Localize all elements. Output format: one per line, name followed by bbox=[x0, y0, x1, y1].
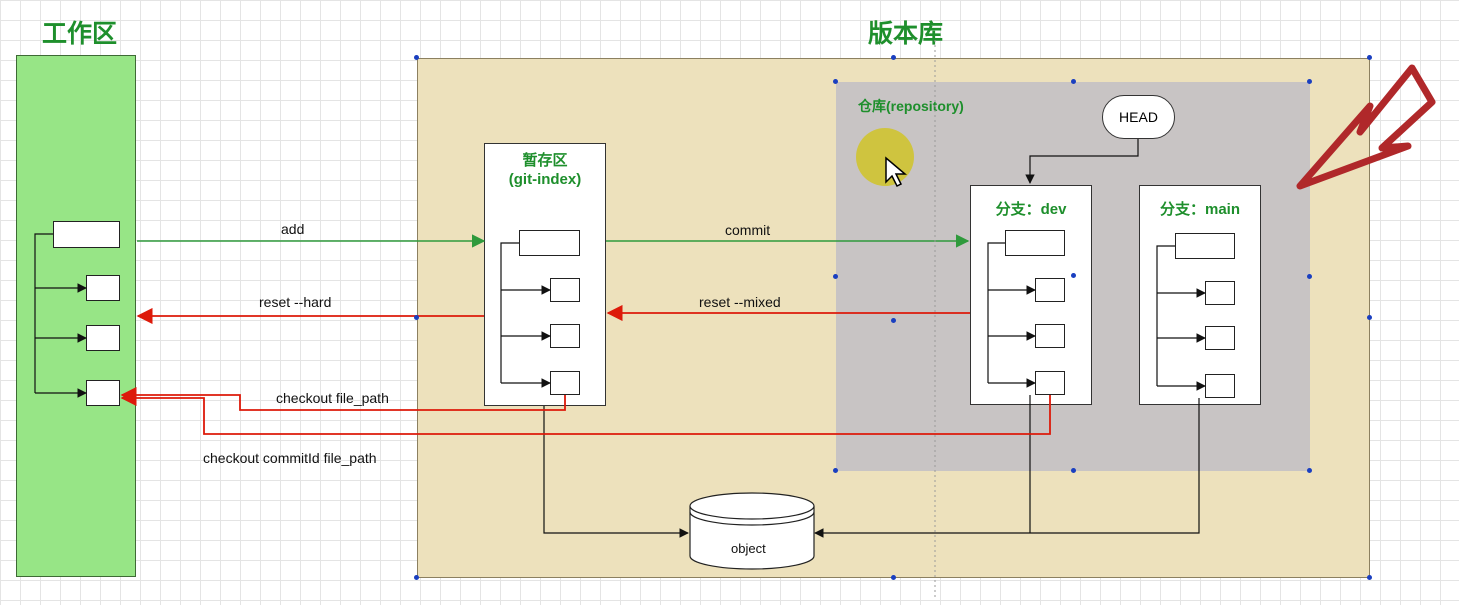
workspace-tree-lines bbox=[34, 233, 87, 398]
repository-title: 仓库(repository) bbox=[858, 98, 964, 114]
main-file-node bbox=[1205, 326, 1235, 350]
dev-file-node bbox=[1035, 278, 1065, 302]
checkout-commit-arrow bbox=[120, 389, 1051, 435]
staging-area-panel: 暂存区 (git-index) bbox=[484, 143, 606, 406]
selection-handle[interactable] bbox=[1367, 575, 1372, 580]
main-root-node bbox=[1175, 233, 1235, 259]
mouse-pointer-icon bbox=[885, 156, 908, 188]
selection-handle[interactable] bbox=[1071, 79, 1076, 84]
main-tree-lines bbox=[1156, 245, 1206, 391]
selection-handle[interactable] bbox=[1071, 273, 1076, 278]
selection-handle[interactable] bbox=[414, 315, 419, 320]
head-label: HEAD bbox=[1119, 109, 1158, 125]
selection-handle[interactable] bbox=[1071, 468, 1076, 473]
checkout-file-arrow bbox=[120, 386, 566, 411]
selection-handle[interactable] bbox=[1367, 315, 1372, 320]
selection-handle[interactable] bbox=[833, 468, 838, 473]
checkout-commit-label: checkout commitId file_path bbox=[203, 450, 377, 466]
object-links bbox=[543, 395, 1200, 538]
add-label: add bbox=[281, 221, 305, 237]
cursor-highlight bbox=[856, 128, 914, 186]
selection-handle[interactable] bbox=[414, 55, 419, 60]
workspace-file-node bbox=[86, 325, 120, 351]
reset-mixed-label: reset --mixed bbox=[699, 294, 781, 310]
big-pointer-arrow-icon bbox=[1296, 64, 1436, 190]
branch-dev-panel: 分支：dev bbox=[970, 185, 1092, 405]
dev-file-node bbox=[1035, 324, 1065, 348]
object-cylinder-icon bbox=[689, 492, 815, 570]
workspace-file-node bbox=[86, 380, 120, 406]
selection-handle[interactable] bbox=[891, 575, 896, 580]
staging-area-title: 暂存区 bbox=[522, 152, 568, 169]
selection-handle[interactable] bbox=[414, 575, 419, 580]
selection-handle[interactable] bbox=[1307, 274, 1312, 279]
main-file-node bbox=[1205, 281, 1235, 305]
workspace-zone bbox=[16, 55, 136, 577]
workspace-root-node bbox=[53, 221, 120, 248]
head-to-dev-arrow bbox=[1025, 139, 1139, 184]
branch-dev-title: 分支：dev bbox=[995, 201, 1067, 218]
staging-tree-lines bbox=[500, 242, 551, 388]
selection-handle[interactable] bbox=[1307, 468, 1312, 473]
checkout-file-label: checkout file_path bbox=[276, 390, 389, 406]
workspace-title: 工作区 bbox=[42, 19, 118, 48]
selection-handle[interactable] bbox=[1367, 55, 1372, 60]
reset-hard-label: reset --hard bbox=[259, 294, 332, 310]
staging-area-subtitle: (git-index) bbox=[508, 171, 582, 188]
selection-handle[interactable] bbox=[833, 79, 838, 84]
dev-tree-lines bbox=[987, 242, 1036, 388]
version-store-title: 版本库 bbox=[868, 19, 944, 48]
object-label: object bbox=[731, 541, 766, 556]
head-pointer: HEAD bbox=[1102, 95, 1175, 139]
selection-handle[interactable] bbox=[1307, 79, 1312, 84]
branch-main-title: 分支：main bbox=[1159, 201, 1240, 218]
selection-handle[interactable] bbox=[833, 274, 838, 279]
staging-root-node bbox=[519, 230, 580, 256]
staging-file-node bbox=[550, 278, 580, 302]
selection-handle[interactable] bbox=[891, 318, 896, 323]
dev-root-node bbox=[1005, 230, 1065, 256]
staging-file-node bbox=[550, 324, 580, 348]
selection-handle[interactable] bbox=[891, 55, 896, 60]
commit-label: commit bbox=[725, 222, 771, 238]
